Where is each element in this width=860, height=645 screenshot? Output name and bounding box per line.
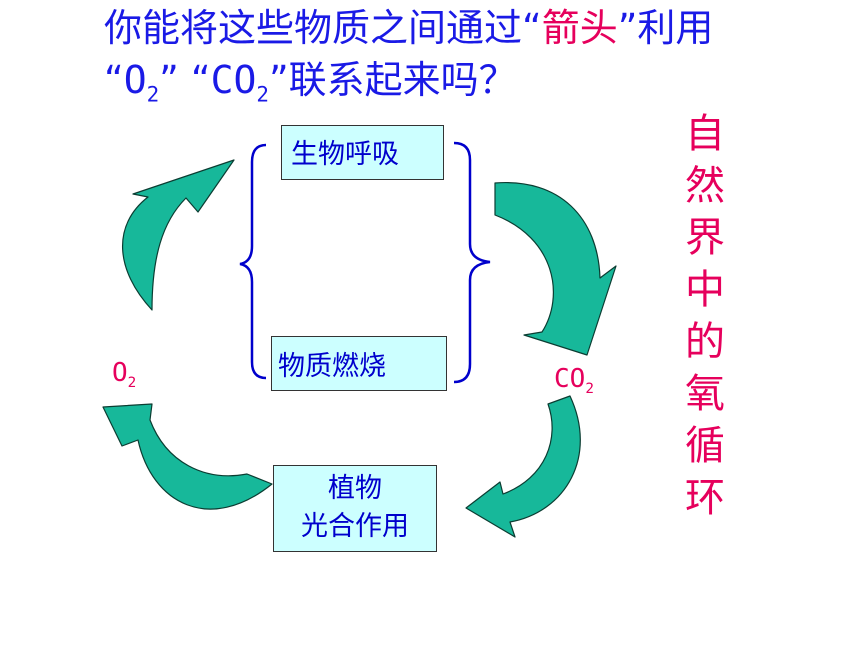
co2-label: CO2 (554, 364, 594, 397)
question-prefix: 你能将这些物质之间通过“ (104, 6, 542, 50)
co2-symbol: CO (554, 364, 586, 394)
arrow-respiration-to-co2 (494, 182, 617, 356)
vertical-title: 自 然 界 中 的 氧 循 环 (681, 108, 729, 524)
o2-symbol: O (112, 358, 128, 388)
arrow-photosynthesis-to-o2 (102, 403, 273, 510)
photosynthesis-box: 植物 光合作用 (273, 465, 437, 552)
vertical-title-char: 循 (685, 423, 725, 469)
o2-subscript: 2 (127, 375, 137, 392)
arrow-co2-to-photosynthesis (465, 395, 581, 538)
cycle-arrows (102, 159, 617, 538)
question-line-2-suffix: ”联系起来吗？ (268, 58, 517, 102)
question-co2-symbol: CO (210, 58, 257, 102)
vertical-title-char: 中 (685, 267, 725, 313)
question-co2-subscript: 2 (256, 82, 269, 107)
question-line-2: “O2” “CO2”联系起来吗？ (104, 58, 517, 117)
arrow-o2-to-respiration (121, 159, 235, 311)
quote-open: “ (104, 58, 124, 102)
question-o2: O2 (123, 58, 159, 107)
vertical-title-char: 的 (685, 319, 725, 365)
photosynthesis-label-line-2: 光合作用 (301, 511, 409, 542)
vertical-title-char: 界 (685, 215, 725, 261)
question-o2-subscript: 2 (146, 82, 160, 107)
right-brace (453, 141, 491, 384)
quote-middle: ” “ (159, 58, 211, 102)
left-brace (239, 143, 267, 380)
combustion-box: 物质燃烧 (271, 336, 447, 391)
question-suffix: ”利用 (617, 6, 714, 50)
vertical-title-char: 环 (685, 475, 725, 521)
question-highlight-arrow: 箭头 (541, 6, 618, 50)
vertical-title-char: 自 (685, 111, 725, 157)
vertical-title-char: 然 (685, 163, 725, 209)
question-line-1: 你能将这些物质之间通过“箭头”利用 (104, 6, 713, 50)
co2-subscript: 2 (585, 381, 594, 398)
respiration-label: 生物呼吸 (291, 139, 399, 170)
respiration-box: 生物呼吸 (281, 125, 444, 180)
vertical-title-char: 氧 (685, 371, 725, 417)
combustion-label: 物质燃烧 (278, 351, 386, 382)
o2-label: O2 (112, 358, 136, 391)
question-o2-symbol: O (123, 58, 147, 102)
question-co2: CO2 (210, 58, 269, 107)
photosynthesis-label-line-1: 植物 (328, 473, 382, 504)
